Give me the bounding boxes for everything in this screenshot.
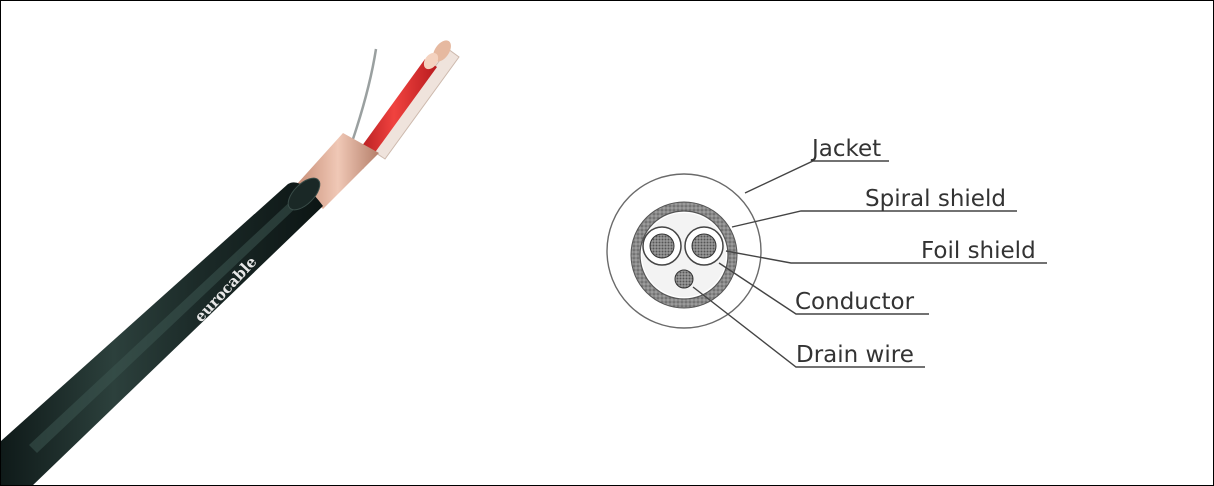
drain-wire-core — [675, 270, 693, 288]
label-conductor: Conductor — [795, 289, 915, 315]
spiral-shield-leader — [732, 211, 1017, 227]
right-conductor-core — [692, 234, 716, 258]
cable-white-conductor — [373, 49, 459, 159]
label-drain-wire: Drain wire — [796, 342, 914, 368]
labels: Jacket Spiral shield Foil shield Conduct… — [795, 136, 1036, 368]
cross-section — [607, 174, 761, 328]
cable-drain-wire-strand — [353, 49, 376, 139]
label-foil-shield: Foil shield — [921, 238, 1036, 264]
cable-illustration: eurocable — [1, 37, 459, 485]
label-jacket: Jacket — [810, 136, 881, 162]
cable-jacket-highlight — [29, 197, 301, 453]
left-conductor-core — [650, 234, 674, 258]
label-spiral-shield: Spiral shield — [865, 186, 1006, 212]
